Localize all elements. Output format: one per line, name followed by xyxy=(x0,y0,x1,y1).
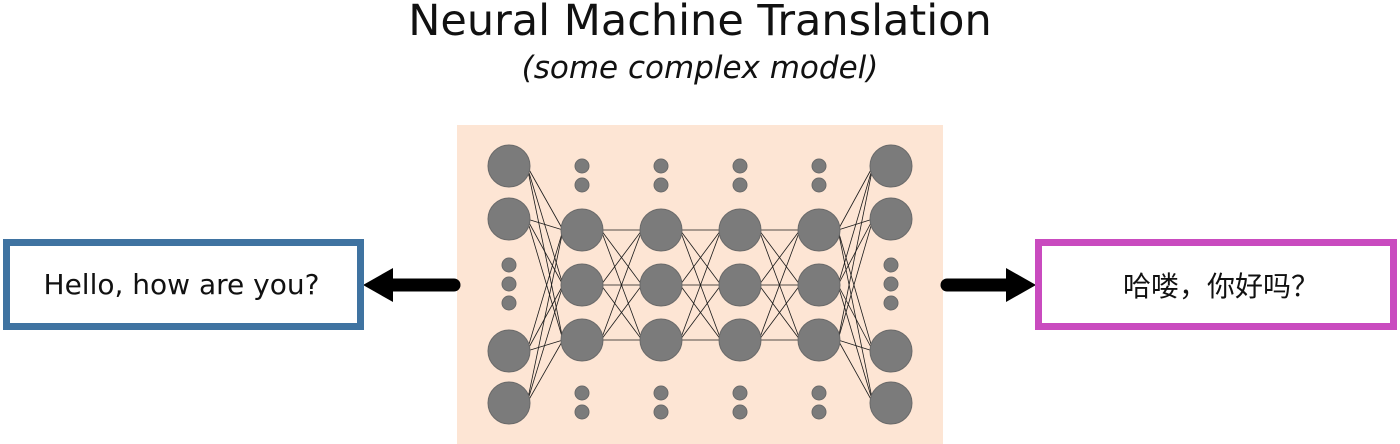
ellipsis-dot xyxy=(501,276,517,292)
network-node xyxy=(639,318,683,362)
network-connection xyxy=(758,284,801,341)
input-sentence-box: Hello, how are you? xyxy=(3,239,364,330)
ellipsis-dot xyxy=(501,257,517,273)
network-connection xyxy=(600,229,643,286)
ellipsis-dot xyxy=(732,404,748,420)
output-sentence: 哈喽，你好吗？ xyxy=(1122,269,1319,303)
network-connection xyxy=(679,229,722,341)
ellipsis-dot xyxy=(883,295,899,311)
network-node xyxy=(869,329,913,373)
network-connection xyxy=(837,339,874,404)
network-connection xyxy=(526,339,564,352)
network-connection xyxy=(526,218,564,286)
network-connection xyxy=(526,229,564,352)
network-node xyxy=(560,208,604,252)
network-connection xyxy=(526,339,564,404)
network-node xyxy=(560,263,604,307)
network-node xyxy=(797,263,841,307)
ellipsis-dot xyxy=(811,177,827,193)
ellipsis-dot xyxy=(883,276,899,292)
network-node xyxy=(718,318,762,362)
network-connection xyxy=(526,284,564,404)
ellipsis-dot xyxy=(574,385,590,401)
network-connection xyxy=(837,284,874,404)
network-connection xyxy=(837,218,874,341)
diagram-subtitle: (some complex model) xyxy=(521,50,879,86)
ellipsis-dot xyxy=(732,177,748,193)
network-connection xyxy=(837,284,874,352)
network-connection xyxy=(600,229,643,341)
network-node xyxy=(487,144,531,188)
network-connection xyxy=(526,165,564,231)
network-connection xyxy=(526,165,564,341)
ellipsis-dot xyxy=(732,158,748,174)
ellipsis-dot xyxy=(501,295,517,311)
network-node xyxy=(797,318,841,362)
ellipsis-dot xyxy=(811,404,827,420)
ellipsis-dot xyxy=(574,404,590,420)
network-node xyxy=(718,263,762,307)
network-node xyxy=(560,318,604,362)
network-connection xyxy=(526,218,564,231)
right-arrow xyxy=(940,268,1036,302)
network-connection xyxy=(758,229,801,286)
network-node xyxy=(487,329,531,373)
ellipsis-dot xyxy=(811,158,827,174)
network-connection xyxy=(679,229,722,286)
ellipsis-dot xyxy=(883,257,899,273)
network-connection xyxy=(600,284,643,341)
ellipsis-dot xyxy=(653,158,669,174)
ellipsis-dot xyxy=(653,385,669,401)
network-node xyxy=(487,197,531,241)
ellipsis-dot xyxy=(811,385,827,401)
network-node xyxy=(797,208,841,252)
left-arrow xyxy=(363,268,461,302)
network-node xyxy=(869,144,913,188)
network-connection xyxy=(837,229,874,352)
network-connection xyxy=(837,165,874,286)
ellipsis-dot xyxy=(653,177,669,193)
network-connection xyxy=(526,229,564,404)
network-connection xyxy=(837,229,874,404)
network-connection xyxy=(758,229,801,341)
network-connection xyxy=(837,165,874,231)
network-node xyxy=(487,381,531,425)
ellipsis-dot xyxy=(732,385,748,401)
network-connection xyxy=(526,165,564,286)
network-connections xyxy=(526,165,874,404)
network-nodes xyxy=(487,144,913,425)
network-connection xyxy=(526,218,564,341)
diagram-title: Neural Machine Translation xyxy=(408,0,992,46)
network-connection xyxy=(837,165,874,341)
ellipsis-dot xyxy=(574,158,590,174)
network-node xyxy=(718,208,762,252)
network-node xyxy=(869,381,913,425)
network-node xyxy=(639,208,683,252)
network-node xyxy=(869,197,913,241)
network-connection xyxy=(679,284,722,341)
input-sentence: Hello, how are you? xyxy=(43,268,320,301)
ellipsis-dot xyxy=(653,404,669,420)
output-sentence-box: 哈喽，你好吗？ xyxy=(1035,239,1397,330)
network-node xyxy=(639,263,683,307)
ellipsis-dot xyxy=(574,177,590,193)
network-connection xyxy=(837,339,874,352)
